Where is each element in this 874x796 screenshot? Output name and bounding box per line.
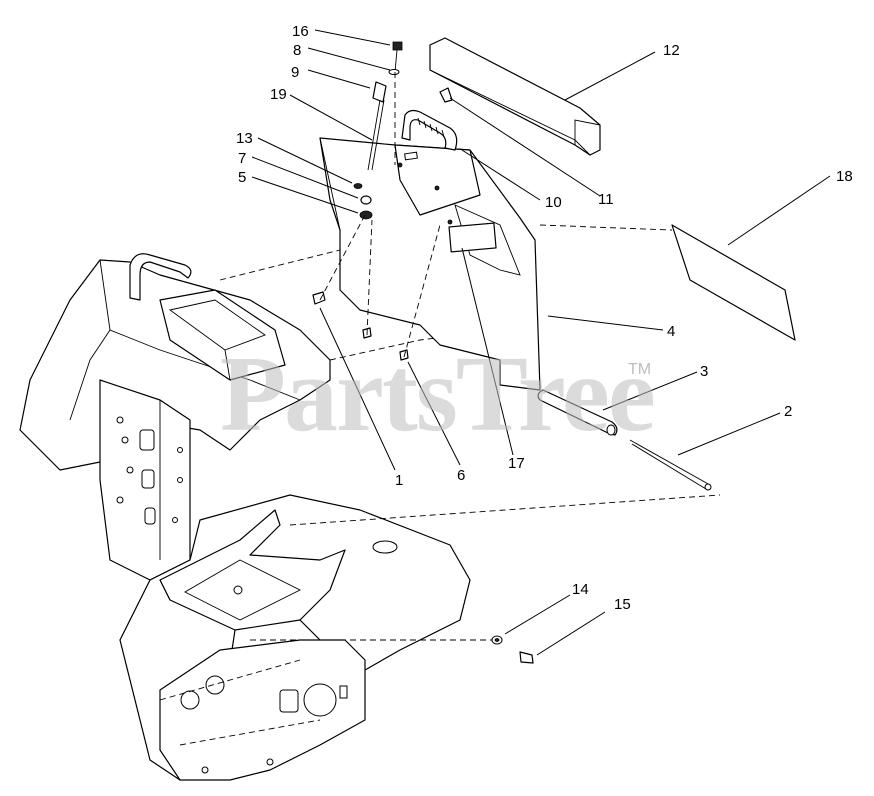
watermark-trademark: TM	[628, 361, 651, 378]
callout-12: 12	[663, 42, 680, 59]
callout-14: 14	[572, 581, 589, 598]
callout-5: 5	[238, 169, 246, 186]
watermark-text: PartsTree	[220, 335, 654, 454]
callout-7: 7	[238, 150, 246, 167]
callout-8: 8	[293, 42, 301, 59]
leader-lines	[251, 29, 831, 656]
callout-numbers: 16 8 9 19 13 7 5 12 10 11 18 4 3 2 1 6 1…	[236, 23, 853, 613]
callout-17: 17	[508, 455, 525, 472]
watermark: PartsTree TM	[220, 335, 656, 454]
decal-label	[539, 224, 796, 341]
callout-3: 3	[700, 363, 708, 380]
handle	[401, 109, 458, 151]
callout-19: 19	[270, 86, 287, 103]
callout-16: 16	[292, 23, 309, 40]
frame-assembly	[19, 249, 721, 781]
fasteners	[312, 41, 712, 664]
callout-9: 9	[291, 64, 299, 81]
callout-10: 10	[545, 194, 562, 211]
callout-13: 13	[236, 130, 253, 147]
callout-6: 6	[457, 467, 465, 484]
seat-cushion	[429, 37, 601, 156]
strap	[439, 87, 453, 103]
seat-back-panel	[319, 137, 541, 391]
callout-11: 11	[598, 191, 614, 208]
callout-2: 2	[784, 403, 792, 420]
callout-4: 4	[667, 323, 675, 340]
callout-15: 15	[614, 596, 631, 613]
callout-18: 18	[836, 168, 853, 185]
callout-1: 1	[395, 472, 403, 489]
